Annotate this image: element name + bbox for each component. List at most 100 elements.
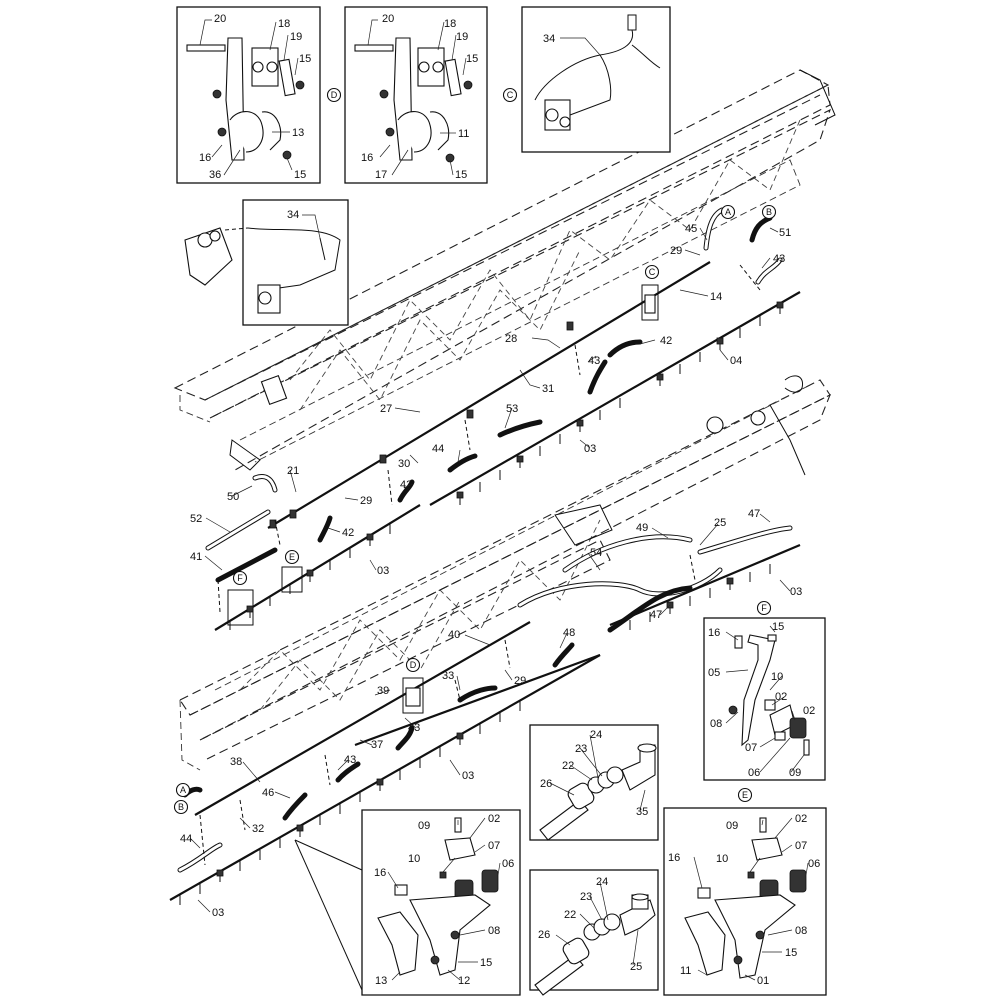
svg-text:A: A <box>180 785 186 795</box>
detail-box-wiring-left <box>184 199 349 326</box>
label-e2-26: 26 <box>538 929 550 941</box>
label-d-15b: 15 <box>294 169 306 181</box>
part-labels: 20 18 19 15 13 16 36 15 20 18 19 15 11 1… <box>180 13 820 987</box>
label-f-02b: 02 <box>803 705 815 717</box>
label-f-06: 06 <box>748 767 760 779</box>
svg-text:E: E <box>742 790 748 800</box>
svg-text:D: D <box>331 90 338 100</box>
label-be-02: 02 <box>795 813 807 825</box>
detail-box-bottom-middle <box>294 809 521 996</box>
label-be-11: 11 <box>680 965 691 977</box>
label-43a: 43 <box>773 253 785 265</box>
detail-box-c <box>344 6 488 184</box>
label-d-20: 20 <box>214 13 226 25</box>
label-bm-06: 06 <box>502 858 514 870</box>
label-50: 50 <box>227 491 239 503</box>
label-f-09: 09 <box>789 767 801 779</box>
callout-b-top: B <box>761 204 777 220</box>
assembly-lines <box>199 264 761 866</box>
label-bm-02: 02 <box>488 813 500 825</box>
label-33: 33 <box>442 670 454 682</box>
label-f-02a: 02 <box>775 691 787 703</box>
label-43e: 43 <box>344 754 356 766</box>
label-bm-10: 10 <box>408 853 420 865</box>
label-52: 52 <box>190 513 202 525</box>
label-43b: 43 <box>588 355 600 367</box>
label-14: 14 <box>710 291 722 303</box>
label-46: 46 <box>262 787 274 799</box>
label-bm-15: 15 <box>480 957 492 969</box>
label-d-19: 19 <box>290 31 302 43</box>
svg-text:F: F <box>761 603 767 613</box>
label-tr-34: 34 <box>543 33 555 45</box>
label-e1-35: 35 <box>636 806 648 818</box>
label-25a: 25 <box>714 517 726 529</box>
label-54: 54 <box>590 547 602 559</box>
label-03c: 03 <box>790 586 802 598</box>
spray-pipes <box>169 261 801 905</box>
label-d-18: 18 <box>278 18 290 30</box>
callout-e-pipe: E <box>284 549 300 565</box>
label-03a: 03 <box>584 443 596 455</box>
label-f-10: 10 <box>771 671 783 683</box>
label-d-15a: 15 <box>299 53 311 65</box>
label-tl-34: 34 <box>287 209 299 221</box>
label-bm-13: 13 <box>375 975 387 987</box>
label-e1-24: 24 <box>590 729 602 741</box>
label-c-19: 19 <box>456 31 468 43</box>
label-f-16: 16 <box>708 627 720 639</box>
label-03b: 03 <box>377 565 389 577</box>
svg-text:A: A <box>725 207 731 217</box>
label-04: 04 <box>730 355 742 367</box>
label-d-36: 36 <box>209 169 221 181</box>
svg-text:B: B <box>766 207 772 217</box>
svg-text:E: E <box>289 552 295 562</box>
label-bm-12: 12 <box>458 975 470 987</box>
label-e1-22: 22 <box>562 760 574 772</box>
label-29b: 29 <box>360 495 372 507</box>
label-51: 51 <box>779 227 791 239</box>
upper-boom-frame <box>173 69 836 471</box>
svg-text:C: C <box>507 90 514 100</box>
label-c-18: 18 <box>444 18 456 30</box>
label-f-15: 15 <box>772 621 784 633</box>
label-44a: 44 <box>432 443 444 455</box>
label-d-16: 16 <box>199 152 211 164</box>
label-be-10: 10 <box>716 853 728 865</box>
label-45: 45 <box>685 223 697 235</box>
label-43c: 43 <box>400 479 412 491</box>
label-32: 32 <box>252 823 264 835</box>
callout-circles: D C A B C E F D A B F E <box>173 87 777 815</box>
label-be-15: 15 <box>785 947 797 959</box>
label-03d: 03 <box>462 770 474 782</box>
label-e2-25: 25 <box>630 961 642 973</box>
detail-box-f <box>703 617 826 781</box>
label-e1-23: 23 <box>575 743 587 755</box>
svg-text:D: D <box>410 660 417 670</box>
callout-f-box: F <box>756 600 772 616</box>
callout-b-bottom: B <box>173 799 189 815</box>
label-be-07: 07 <box>795 840 807 852</box>
label-c-15b: 15 <box>455 169 467 181</box>
label-f-07: 07 <box>745 742 757 754</box>
label-29a: 29 <box>670 245 682 257</box>
svg-text:B: B <box>178 802 184 812</box>
label-f-08: 08 <box>710 718 722 730</box>
callout-a-bottom: A <box>175 782 191 798</box>
label-e2-22: 22 <box>564 909 576 921</box>
callout-f-pipe: F <box>232 570 248 586</box>
label-c-16: 16 <box>361 152 373 164</box>
label-c-11: 11 <box>458 128 469 140</box>
label-bm-07: 07 <box>488 840 500 852</box>
label-28: 28 <box>505 333 517 345</box>
leader-lines <box>189 19 809 981</box>
callout-c-top: C <box>502 87 518 103</box>
label-e2-24: 24 <box>596 876 608 888</box>
label-39: 39 <box>377 685 389 697</box>
label-bm-16: 16 <box>374 867 386 879</box>
callout-a-top: A <box>720 204 736 220</box>
label-03e: 03 <box>212 907 224 919</box>
label-27: 27 <box>380 403 392 415</box>
label-be-08: 08 <box>795 925 807 937</box>
